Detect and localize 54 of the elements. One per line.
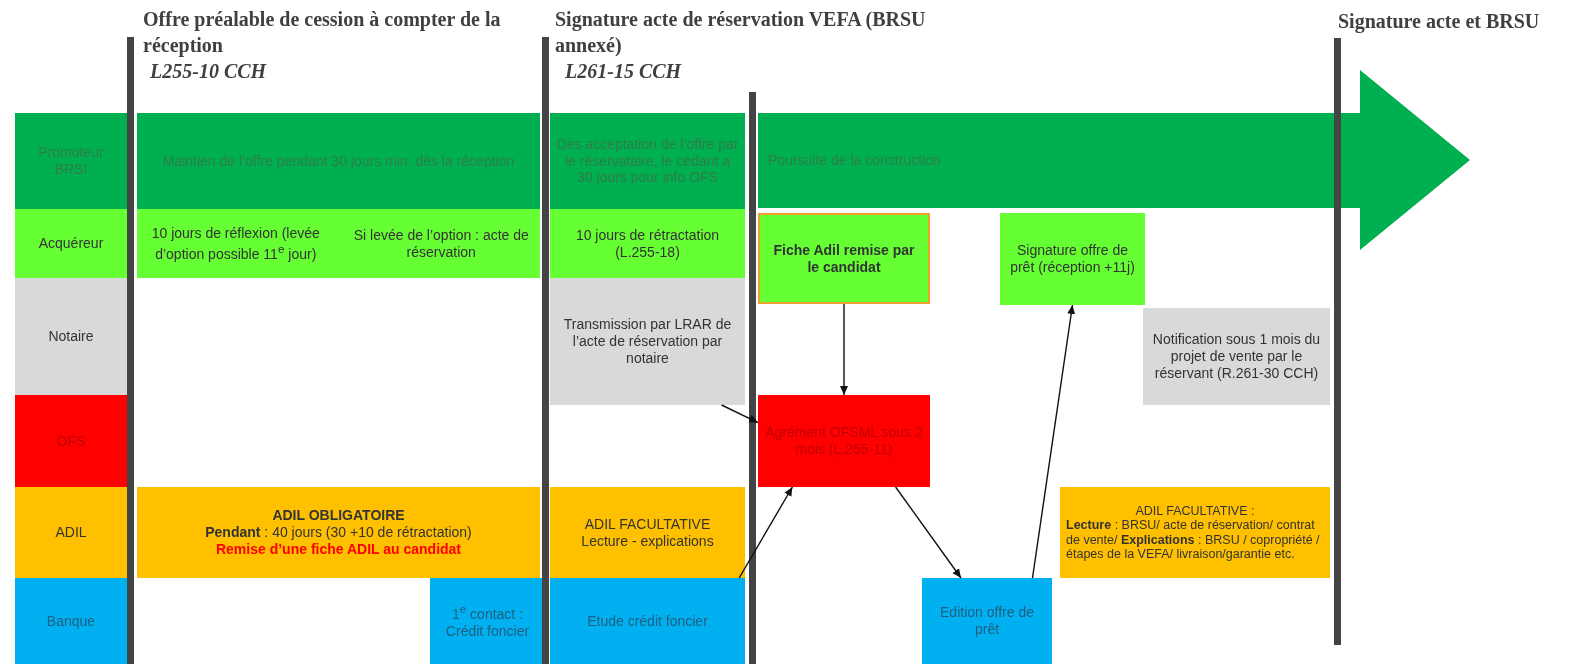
step-box xyxy=(550,209,745,278)
arrow xyxy=(894,486,962,579)
lane-name: Notaire xyxy=(48,328,94,345)
step-box xyxy=(922,578,1052,664)
lane-name: ADIL xyxy=(55,524,87,541)
arrow xyxy=(738,486,794,579)
step-text: 10 jours de rétractation (L.255-18) xyxy=(574,226,721,261)
step-box xyxy=(1143,308,1330,405)
law-reference: L261-15 CCH xyxy=(565,59,683,84)
lane-label xyxy=(15,578,127,664)
arrow xyxy=(840,303,848,396)
step-text: Lecture : BRSU/ acte de réservation/ contrat de vente/ Explications : BRSU / copropriété / étapes de la VEFA/ livraison/garantie etc. xyxy=(1066,518,1321,562)
step-box xyxy=(137,487,540,578)
step-text: Remise d’une fiche ADIL au candidat xyxy=(215,540,462,558)
step-box xyxy=(550,278,745,405)
milestone-heading: Signature acte de réservation VEFA (BRSU annexé) xyxy=(555,7,927,58)
law-reference: L255-10 CCH xyxy=(150,59,268,84)
milestone-heading: Signature acte et BRSU xyxy=(1338,9,1541,34)
step-box xyxy=(758,213,930,304)
step-text: ADIL OBLIGATOIRE xyxy=(272,507,405,525)
step-box xyxy=(550,487,745,578)
step-text: Signature offre de prêt (réception +11j) xyxy=(1009,242,1136,276)
lane-label xyxy=(15,209,127,278)
lane-label xyxy=(15,487,127,578)
step-text: Pendant : 40 jours (30 +10 de rétractation) xyxy=(205,524,472,541)
lane-name: Banque xyxy=(46,612,96,630)
step-box xyxy=(137,113,540,209)
step-text: Edition offre de prêt xyxy=(939,604,1035,638)
arrow xyxy=(720,404,759,424)
step-box xyxy=(1060,487,1330,578)
step-text: 1$^{e}$ contact : Crédit foncier xyxy=(444,602,531,640)
step-text: Transmission par LRAR de l’acte de réservation par notaire xyxy=(562,316,733,367)
lane-name: OFS xyxy=(56,432,86,450)
step-text: Si levée de l’option : acte de réservation xyxy=(352,226,530,261)
step-box xyxy=(430,578,545,664)
lane-name: Acquéreur xyxy=(38,235,104,252)
lane-label xyxy=(15,113,127,209)
step-text: Lecture - explications xyxy=(581,532,714,550)
milestone-heading: Offre préalable de cession à compter de la réception xyxy=(143,7,502,58)
step-text: Agrément OFSML sous 2 mois (L.255-11) xyxy=(764,424,924,458)
step-text: ADIL FACULTATIVE : xyxy=(1135,503,1255,519)
step-box xyxy=(758,395,930,487)
step-text: 10 jours de réflexion (levée d’option possible 11$^{e}$ jour) xyxy=(150,224,321,263)
step-text: Notification sous 1 mois du projet de vente par le réservant (R.261-30 CCH) xyxy=(1151,331,1322,382)
step-box xyxy=(137,209,540,278)
step-box xyxy=(1000,213,1145,305)
step-box xyxy=(550,113,745,209)
step-box xyxy=(550,578,745,664)
arrow xyxy=(1031,304,1076,579)
lane-label xyxy=(15,278,127,395)
step-text: Etude crédit foncier xyxy=(587,612,708,630)
step-text: Fiche Adil remise par le candidat xyxy=(772,241,916,276)
lane-label xyxy=(15,395,127,487)
step-text: ADIL FACULTATIVE xyxy=(584,515,711,533)
